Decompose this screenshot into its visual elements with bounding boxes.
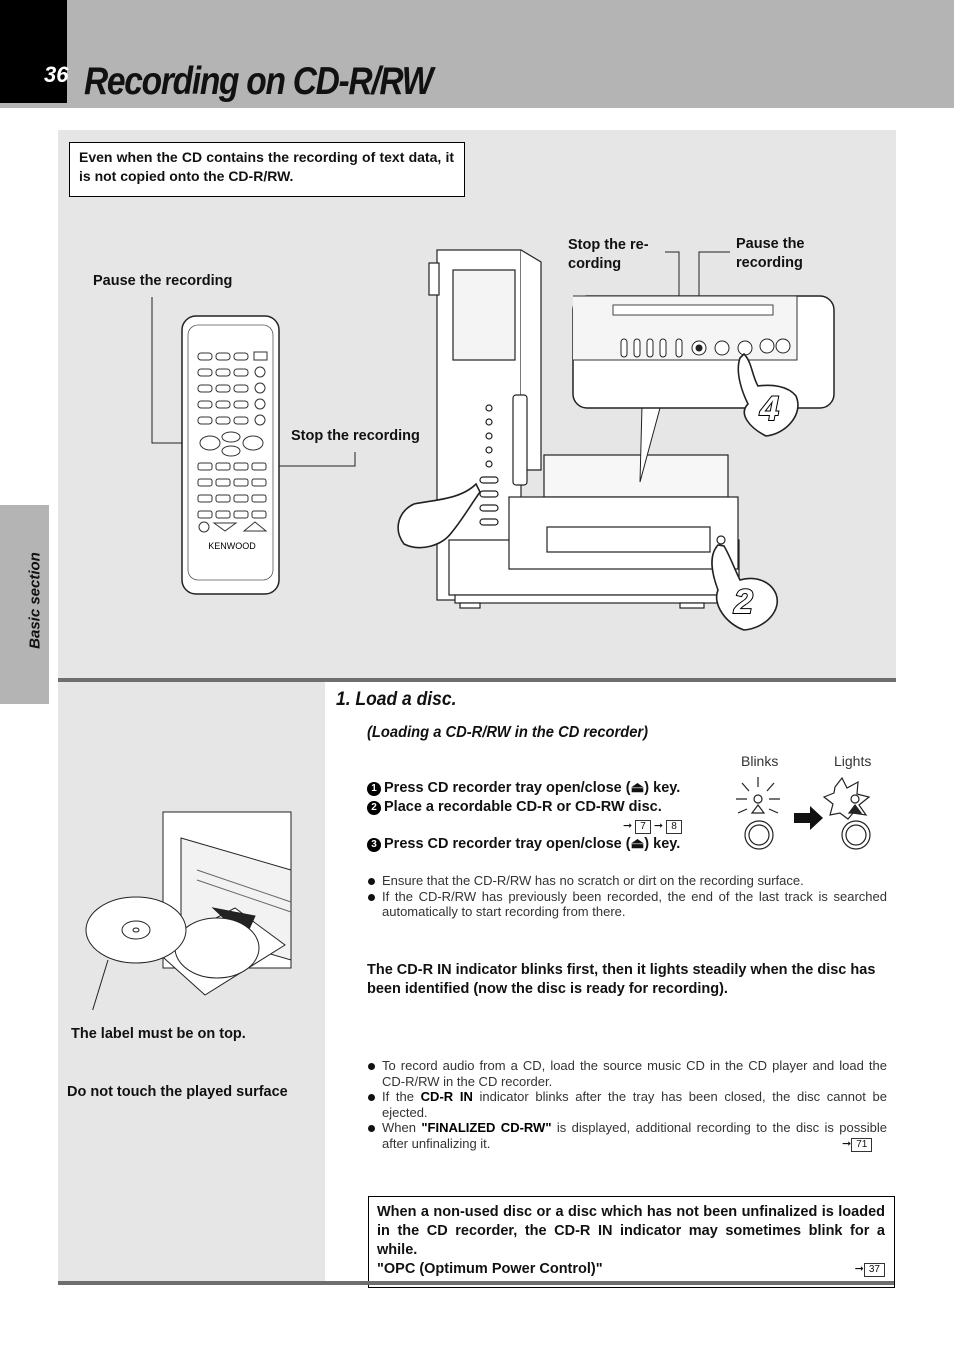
- page-refs: ➞ 7 ➞ 8: [623, 819, 682, 834]
- remote-control: KENWOOD: [181, 315, 280, 595]
- label-on-top-caption: The label must be on top.: [71, 1026, 246, 1042]
- list-item: To record audio from a CD, load the sour…: [367, 1058, 887, 1089]
- page-ref-71: ➞71: [842, 1137, 873, 1152]
- list-item: When "FINALIZED CD-RW" is displayed, add…: [367, 1120, 887, 1151]
- header-band: [0, 0, 954, 108]
- step-marker-2: 4: [759, 390, 779, 428]
- no-touch-caption: Do not touch the played surface: [67, 1084, 288, 1100]
- stereo-unit: [428, 249, 740, 609]
- page-title: Recording on CD-R/RW: [84, 60, 433, 103]
- indicator-diagram: [736, 776, 871, 850]
- finger-markers: [397, 352, 799, 631]
- control-panel-zoom: [572, 295, 835, 483]
- step-heading: 1. Load a disc.: [336, 689, 457, 710]
- blinks-label: Blinks: [741, 753, 779, 769]
- page-number-tab: [0, 0, 67, 103]
- step-marker-1: 2: [733, 583, 753, 621]
- notes-list: To record audio from a CD, load the sour…: [367, 1058, 887, 1151]
- lights-label: Lights: [834, 753, 872, 769]
- text-data-note: Even when the CD contains the recording …: [69, 142, 465, 197]
- opc-note: When a non-used disc or a disc which has…: [368, 1196, 895, 1288]
- callout-pause-unit: Pause the recording: [736, 236, 805, 271]
- device-illustration: KENWOOD: [151, 249, 835, 631]
- section-tab: [0, 505, 49, 704]
- callout-stop-unit: Stop the re- cording: [568, 237, 649, 272]
- page-number: 36: [44, 62, 69, 87]
- section-rule-top: [58, 678, 896, 682]
- section-rule-bottom: [58, 1281, 894, 1285]
- list-item: Ensure that the CD-R/RW has no scratch o…: [367, 873, 887, 889]
- step-subheading: (Loading a CD-R/RW in the CD recorder): [367, 724, 649, 741]
- cdr-in-paragraph: The CD-R IN indicator blinks first, then…: [367, 962, 876, 997]
- list-item: If the CD-R IN indicator blinks after th…: [367, 1089, 887, 1120]
- remote-brand-label: KENWOOD: [208, 541, 256, 551]
- list-item: If the CD-R/RW has previously been recor…: [367, 889, 887, 920]
- callout-stop-remote: Stop the recording: [291, 428, 420, 444]
- disc-loading-illustration: [85, 811, 292, 1010]
- disc-checks-list: Ensure that the CD-R/RW has no scratch o…: [367, 873, 887, 920]
- callout-pause-remote: Pause the recording: [93, 273, 233, 289]
- page-ref-37: 37: [863, 1263, 885, 1277]
